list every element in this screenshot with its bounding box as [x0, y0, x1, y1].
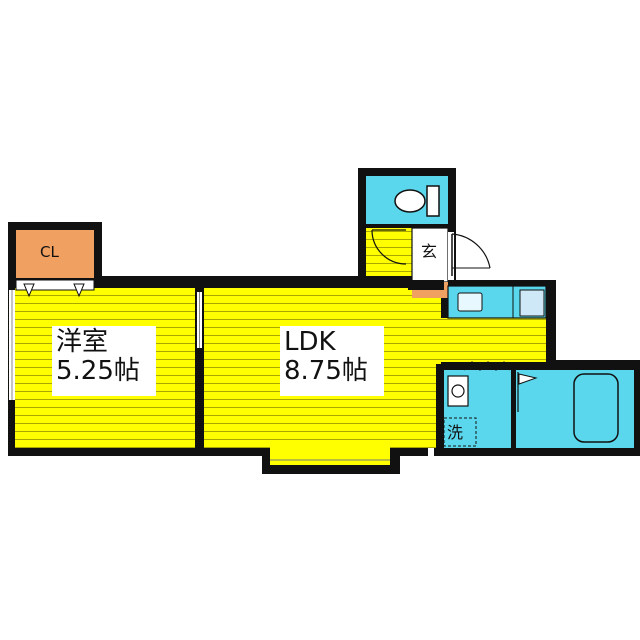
- closet-floor: [16, 230, 94, 278]
- front-door-icon: [448, 232, 491, 280]
- entrance-label: 玄: [421, 242, 438, 261]
- western-room-name: 洋室: [56, 327, 109, 357]
- bathtub-icon: [573, 373, 619, 443]
- washer-label: 洗: [447, 423, 464, 442]
- ldk-bay: [270, 446, 390, 466]
- ldk-name: LDK: [284, 327, 336, 357]
- ldk-size: 8.75帖: [284, 356, 368, 387]
- ldk-label: LDK 8.75帖: [280, 326, 384, 396]
- hall-floor: [366, 228, 412, 276]
- partition-wall: [195, 288, 204, 448]
- kitchen-stove-icon: [519, 289, 545, 317]
- toilet-icon: [394, 185, 440, 217]
- washbasin-icon: [447, 375, 469, 407]
- western-room-label: 洋室 5.25帖: [52, 326, 156, 396]
- kitchen-sink-icon: [457, 292, 483, 312]
- closet-label: CL: [40, 243, 59, 261]
- ldk-floor-extension: [410, 318, 546, 362]
- folding-door-icon: [463, 361, 511, 371]
- bath-door-icon: [517, 372, 538, 412]
- closet-doors: [15, 279, 95, 298]
- toilet-door-icon: [371, 229, 407, 265]
- western-room-size: 5.25帖: [56, 356, 140, 387]
